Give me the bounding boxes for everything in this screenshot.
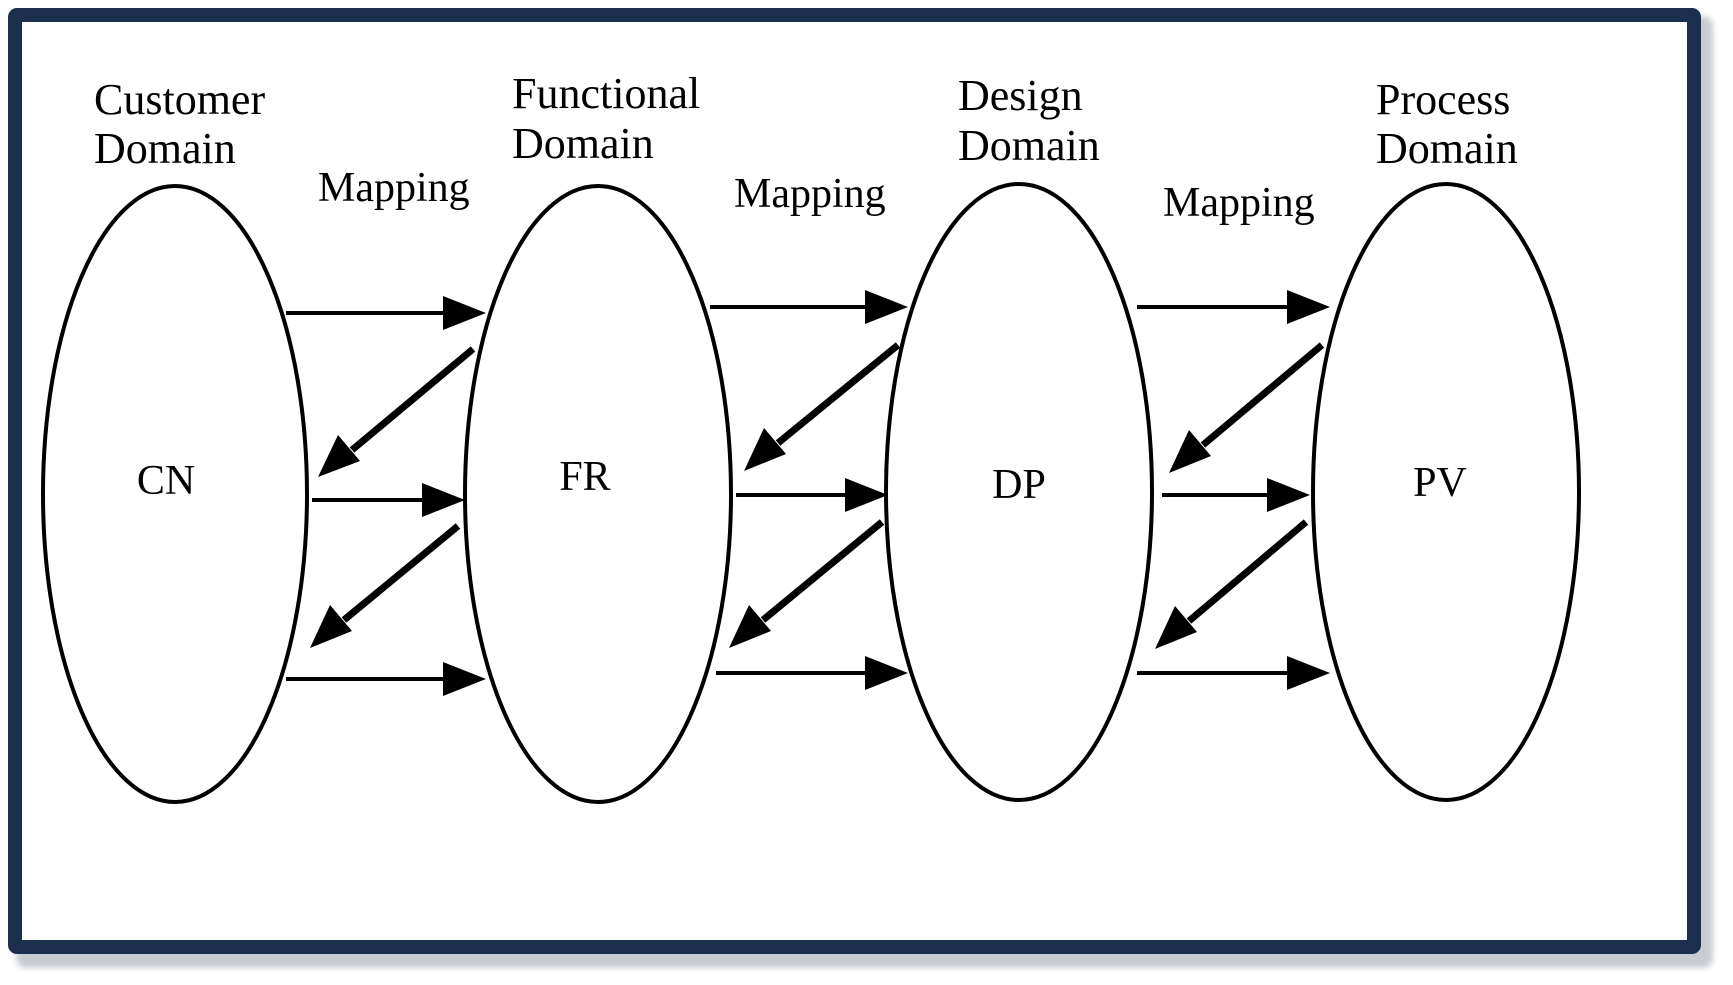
arrowhead-pv-dp-2 [1155,606,1197,649]
arrows-functional-design [710,290,908,690]
process-domain-title-line2: Domain [1376,124,1518,173]
node-dp: DP [992,462,1046,508]
arrowhead-dp-fr-2 [729,605,771,648]
arrows-design-process [1137,290,1330,690]
arrowhead-fr-cn-2 [310,605,352,648]
arrowhead-cn-fr-2 [422,483,465,517]
functional-domain-title-line2: Domain [512,119,654,168]
arrow-dp-fr-2 [760,519,885,623]
customer-domain-ellipse [41,184,309,804]
arrow-dp-fr-1 [775,342,901,446]
customer-domain-title-line1: Customer [94,75,265,124]
arrowhead-pv-dp-1 [1169,430,1211,473]
process-domain-ellipse [1311,182,1581,802]
mapping-label-1: Mapping [318,165,470,211]
arrowhead-fr-dp-2 [845,478,888,512]
arrow-pv-dp-1 [1200,342,1325,448]
arrow-fr-cn-1 [349,346,476,453]
arrowhead-dp-fr-1 [744,428,786,471]
design-domain-title-line2: Domain [958,121,1100,170]
node-pv: PV [1413,460,1467,506]
arrow-pv-dp-2 [1186,519,1309,624]
arrowhead-fr-cn-1 [318,435,360,477]
arrowhead-cn-fr-3 [443,662,486,696]
customer-domain-title-line2: Domain [94,124,236,173]
arrows-customer-functional [286,296,486,696]
arrow-fr-cn-2 [341,523,461,623]
diagram-frame [8,8,1701,954]
mapping-label-3: Mapping [1163,180,1315,226]
functional-domain-ellipse [463,184,733,804]
design-domain-ellipse [884,182,1154,802]
arrowhead-dp-pv-3 [1287,656,1330,690]
node-cn: CN [137,458,195,504]
arrowhead-fr-dp-1 [865,290,908,324]
arrowhead-cn-fr-1 [443,296,486,330]
functional-domain-title-line1: Functional [512,69,700,118]
process-domain-title-line1: Process [1376,75,1510,124]
arrowhead-dp-pv-1 [1287,290,1330,324]
arrowhead-dp-pv-2 [1267,478,1310,512]
design-domain-title-line1: Design [958,71,1083,120]
node-fr: FR [559,454,610,500]
mapping-label-2: Mapping [734,171,886,217]
arrowhead-fr-dp-3 [865,656,908,690]
